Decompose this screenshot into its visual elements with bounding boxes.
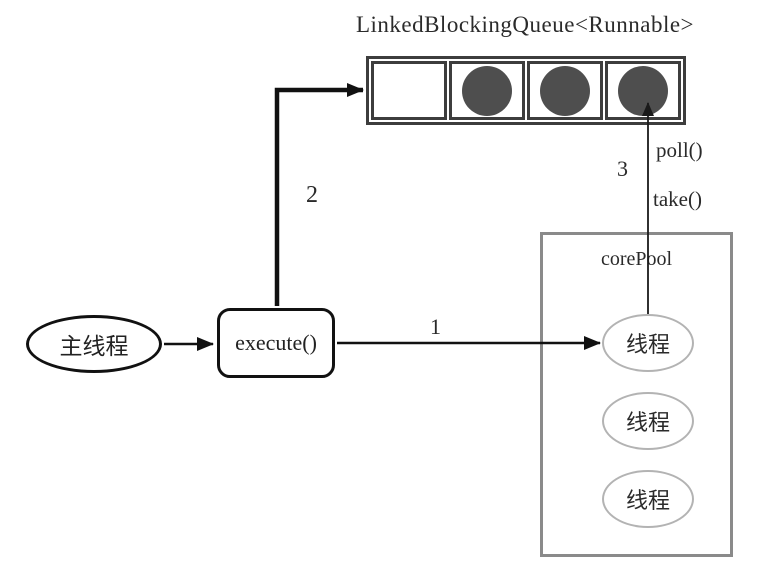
execute-node: execute() (217, 308, 335, 378)
arrow-label-step2: 2 (306, 182, 318, 208)
thread-label: 线程 (625, 332, 670, 357)
task-circle (618, 65, 668, 116)
take-label: take() (653, 187, 702, 211)
thread-node: 线程 (602, 470, 694, 528)
queue-cell (527, 61, 603, 120)
core-pool-title: corePool (600, 248, 673, 270)
thread-label: 线程 (625, 488, 670, 513)
queue-title: LinkedBlockingQueue<Runnable> (355, 12, 695, 37)
execute-label: execute() (235, 330, 317, 355)
main-thread-label: 主线程 (59, 334, 129, 359)
queue-cell (449, 61, 525, 120)
task-circle (540, 65, 590, 116)
task-circle (462, 65, 512, 116)
thread-node: 线程 (602, 392, 694, 450)
thread-label: 线程 (625, 410, 670, 435)
poll-label: poll() (656, 138, 703, 162)
core-pool-box: corePool 线程线程线程 (540, 232, 733, 557)
blocking-queue (366, 56, 686, 125)
main-thread-node: 主线程 (26, 315, 162, 373)
queue-cell (605, 61, 681, 120)
queue-cell (371, 61, 447, 120)
thread-node: 线程 (602, 314, 694, 372)
arrow-step2 (274, 83, 364, 306)
arrow-label-step3: 3 (617, 156, 628, 181)
arrow-label-step1: 1 (430, 314, 441, 339)
